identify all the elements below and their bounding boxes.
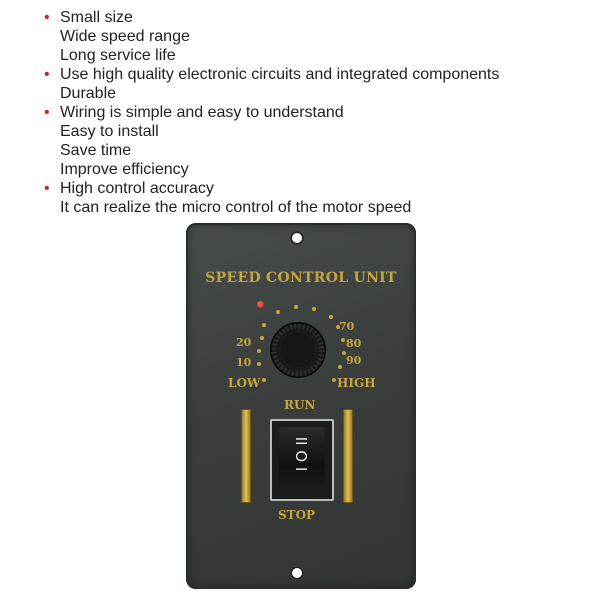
bullet-icon: • [44,9,50,26]
run-label: RUN [284,398,316,412]
feature-line: High control accuracy [60,180,214,197]
mounting-hole-bottom [290,566,304,580]
rocker-switch[interactable]: I O II [279,427,325,493]
device-title: SPEED CONTROL UNIT [205,270,397,286]
rocker-mark-label: I O II [293,436,311,472]
feature-line: Small size [60,9,133,26]
dial-label-low: LOW [228,376,261,390]
gold-indicator-strip-right [343,409,353,503]
bullet-icon: • [44,180,50,197]
speed-dial[interactable] [186,223,416,589]
bullet-icon: • [44,66,50,83]
gold-indicator-strip-left [241,409,251,503]
feature-line: Long service life [60,47,176,64]
feature-line: Easy to install [60,123,159,140]
feature-group-1: • Small size Wide speed range Long servi… [44,8,594,65]
feature-group-2: • Use high quality electronic circuits a… [44,65,594,103]
stop-label: STOP [278,508,316,522]
dial-label-high: HIGH [337,376,376,390]
feature-line: Durable [60,85,117,102]
feature-line: Use high quality electronic circuits and… [60,66,500,83]
dial-label-90: 90 [346,354,362,367]
feature-line: Wiring is simple and easy to understand [60,104,344,121]
dial-label-70: 70 [339,320,355,333]
feature-group-4: • High control accuracy It can realize t… [44,179,594,217]
mounting-hole-top [290,231,304,245]
dial-label-80: 80 [346,337,362,350]
speed-knob-icon [270,322,326,378]
feature-line: Improve efficiency [60,161,189,178]
rocker-switch-frame: I O II [270,419,334,501]
feature-group-3: • Wiring is simple and easy to understan… [44,103,594,179]
speed-control-unit: SPEED CONTROL UNIT 20 10 LOW 70 80 90 HI… [186,223,416,589]
feature-line: Save time [60,142,132,159]
bullet-icon: • [44,104,50,121]
dial-tick-dots [257,305,346,382]
dial-label-10: 10 [236,356,252,369]
power-led-icon [257,301,264,308]
feature-list: • Small size Wide speed range Long servi… [44,8,594,217]
feature-line: It can realize the micro control of the … [60,199,412,216]
feature-line: Wide speed range [60,28,190,45]
dial-label-20: 20 [236,336,252,349]
